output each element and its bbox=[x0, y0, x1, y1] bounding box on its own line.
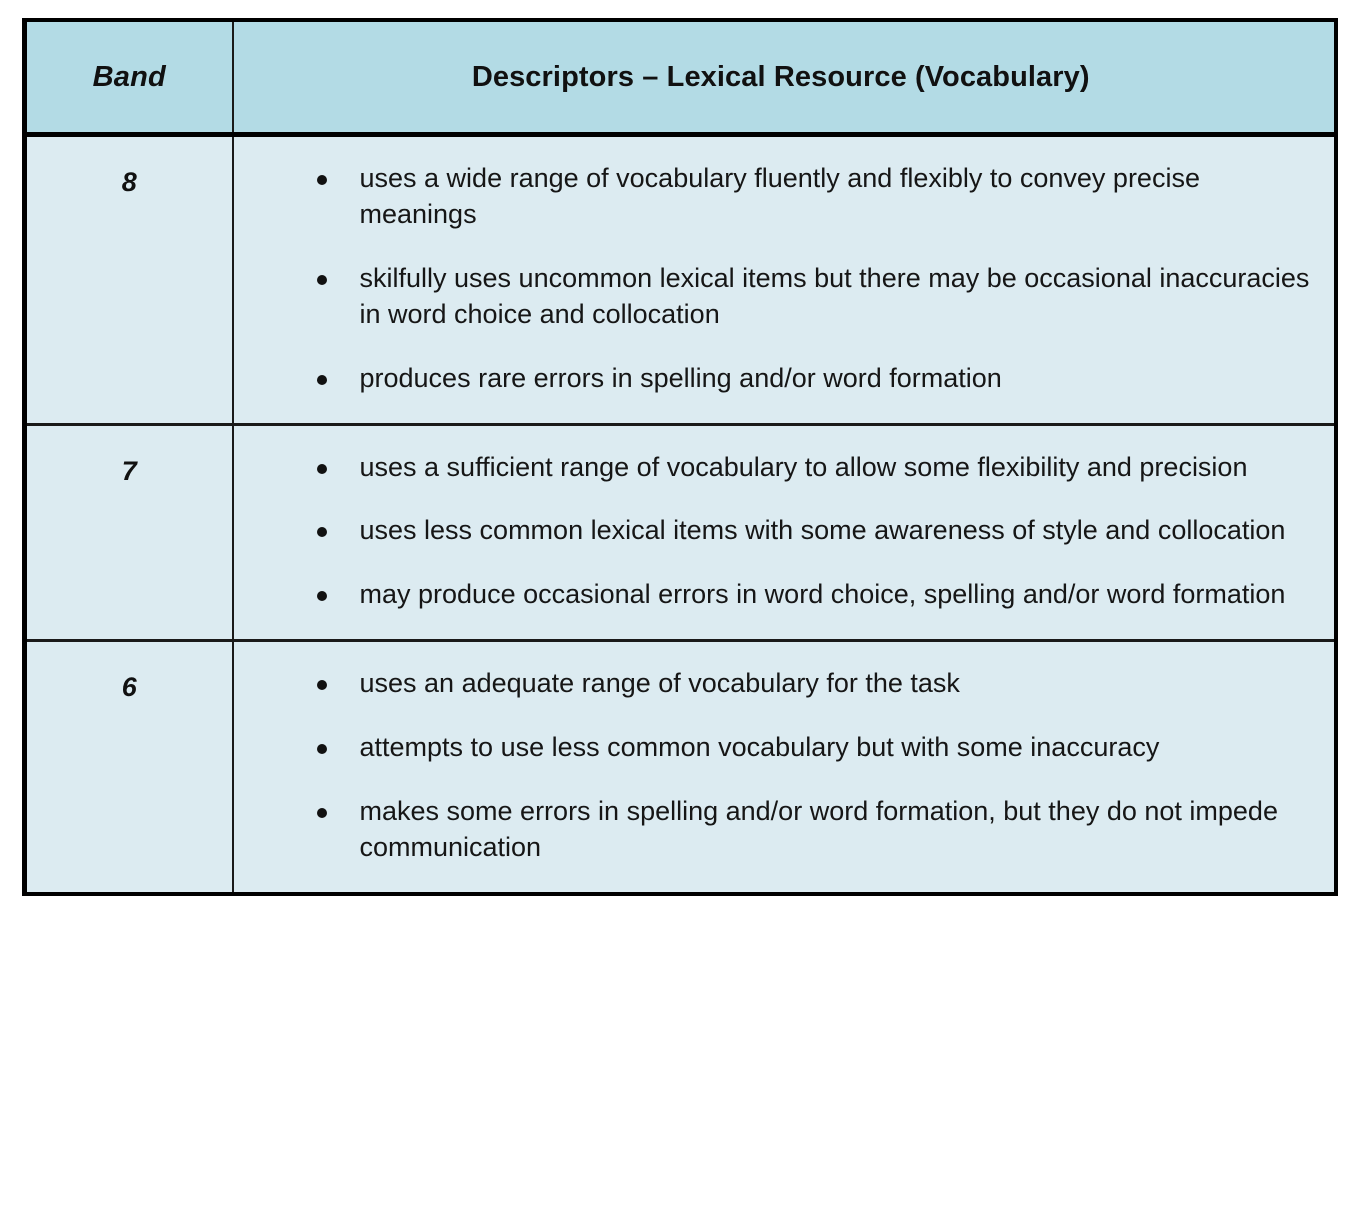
list-item: uses less common lexical items with some… bbox=[234, 513, 1321, 549]
descriptors-cell: uses a sufficient range of vocabulary to… bbox=[232, 424, 1336, 643]
header-row: Band Descriptors – Lexical Resource (Voc… bbox=[24, 20, 1336, 137]
list-item: uses a sufficient range of vocabulary to… bbox=[234, 450, 1321, 486]
descriptor-text: uses less common lexical items with some… bbox=[359, 515, 1286, 546]
table-header: Band Descriptors – Lexical Resource (Voc… bbox=[24, 20, 1336, 137]
list-item: uses an adequate range of vocabulary for… bbox=[234, 666, 1321, 702]
band-number: 6 bbox=[121, 672, 137, 703]
descriptor-text: skilfully uses uncommon lexical items bu… bbox=[359, 262, 1310, 329]
band-cell: 6 bbox=[24, 640, 234, 894]
table-row: 8 uses a wide range of vocabulary fluent… bbox=[24, 134, 1336, 426]
descriptor-text: produces rare errors in spelling and/or … bbox=[359, 362, 1002, 393]
descriptor-text: uses a sufficient range of vocabulary to… bbox=[359, 451, 1248, 482]
descriptor-list: uses an adequate range of vocabulary for… bbox=[234, 666, 1321, 866]
list-item: may produce occasional errors in word ch… bbox=[234, 577, 1321, 613]
bullet-icon bbox=[316, 274, 327, 285]
descriptors-cell: uses an adequate range of vocabulary for… bbox=[232, 640, 1336, 894]
band-number: 8 bbox=[121, 167, 137, 197]
descriptor-list: uses a sufficient range of vocabulary to… bbox=[234, 450, 1321, 614]
list-item: produces rare errors in spelling and/or … bbox=[234, 361, 1321, 397]
list-item: attempts to use less common vocabulary b… bbox=[234, 730, 1321, 766]
bullet-icon bbox=[316, 463, 327, 474]
bullet-icon bbox=[316, 175, 327, 186]
bullet-icon bbox=[316, 527, 327, 538]
table-body: 8 uses a wide range of vocabulary fluent… bbox=[24, 134, 1336, 894]
band-cell: 7 bbox=[24, 424, 234, 643]
band-cell: 8 bbox=[24, 134, 234, 426]
descriptor-text: makes some errors in spelling and/or wor… bbox=[359, 796, 1278, 862]
column-header-descriptors-label: Descriptors – Lexical Resource (Vocabula… bbox=[471, 60, 1090, 93]
table-row: 7 uses a sufficient range of vocabulary … bbox=[24, 424, 1336, 643]
band-number: 7 bbox=[121, 455, 137, 486]
column-header-band-label: Band bbox=[92, 60, 166, 93]
descriptors-cell: uses a wide range of vocabulary fluently… bbox=[232, 134, 1336, 426]
list-item: uses a wide range of vocabulary fluently… bbox=[234, 161, 1321, 233]
bullet-icon bbox=[316, 808, 327, 819]
list-item: skilfully uses uncommon lexical items bu… bbox=[234, 261, 1321, 333]
bullet-icon bbox=[316, 591, 327, 602]
table-row: 6 uses an adequate range of vocabulary f… bbox=[24, 640, 1336, 894]
descriptor-text: uses a wide range of vocabulary fluently… bbox=[359, 163, 1200, 229]
descriptor-text: uses an adequate range of vocabulary for… bbox=[359, 668, 960, 699]
list-item: makes some errors in spelling and/or wor… bbox=[234, 794, 1321, 866]
bullet-icon bbox=[316, 744, 327, 755]
bullet-icon bbox=[316, 680, 327, 691]
column-header-descriptors: Descriptors – Lexical Resource (Vocabula… bbox=[232, 20, 1336, 137]
band-descriptors-table: Band Descriptors – Lexical Resource (Voc… bbox=[22, 18, 1338, 896]
column-header-band: Band bbox=[24, 20, 234, 137]
descriptor-list: uses a wide range of vocabulary fluently… bbox=[234, 161, 1321, 397]
descriptor-text: may produce occasional errors in word ch… bbox=[359, 579, 1286, 610]
bullet-icon bbox=[316, 374, 327, 385]
descriptor-text: attempts to use less common vocabulary b… bbox=[359, 732, 1160, 763]
